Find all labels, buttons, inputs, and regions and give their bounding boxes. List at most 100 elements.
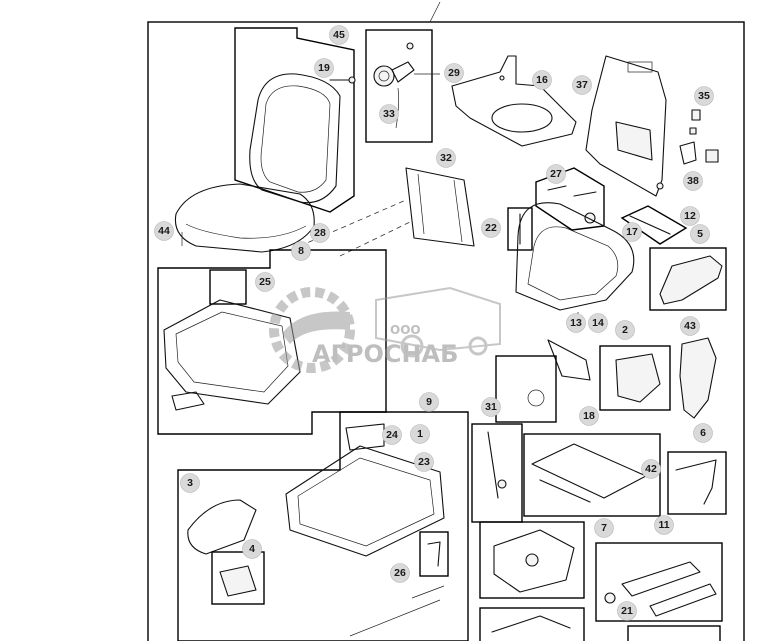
callout-13: 13 [566,313,586,333]
callout-circle [622,222,642,242]
callout-label: 28 [314,227,326,239]
bolt-19 [329,76,356,84]
callout-label: 22 [485,222,497,234]
callout-circle [390,563,410,583]
callout-14: 14 [588,313,608,333]
hardware-box-31 [471,423,523,523]
callout-label: 23 [418,456,430,468]
callout-21: 21 [617,601,637,621]
callout-circle [617,601,637,621]
callout-circle [410,424,430,444]
callout-label: 45 [333,29,345,41]
callout-circle [180,473,200,493]
callout-45: 45 [329,25,349,45]
callout-label: 37 [576,79,588,91]
callout-label: 12 [684,210,696,222]
callout-38: 38 [683,171,703,191]
callout-circle [683,171,703,191]
callout-circle [680,316,700,336]
part-box-26 [349,531,449,637]
hardware-box-22 [507,207,533,251]
callout-label: 3 [187,477,193,489]
callout-6: 6 [693,423,713,443]
callout-circle [242,539,262,559]
callout-circle [641,459,661,479]
callout-31: 31 [481,397,501,417]
part-3 [187,499,257,555]
callout-circle [481,218,501,238]
callout-circle [572,75,592,95]
callout-label: 13 [570,317,582,329]
callout-circle [690,224,710,244]
diagram-frame [147,21,745,641]
callout-circle [588,313,608,333]
callout-label: 11 [658,519,669,531]
callout-18: 18 [579,406,599,426]
pan-box-9 [177,411,469,641]
bracket-box-6 [667,451,727,515]
callout-label: 2 [622,324,628,336]
plate-32 [299,167,475,257]
callout-circle [615,320,635,340]
callout-circle [693,423,713,443]
callout-label: 8 [298,245,304,257]
callout-circle [481,397,501,417]
callout-4: 4 [242,539,262,559]
slide-box-11 [595,542,723,622]
callout-circle [654,515,674,535]
callout-11: 11 [654,515,674,535]
seat-frame [515,202,635,318]
callout-label: 16 [536,74,548,86]
hardware-box-12 [620,205,688,245]
callout-24: 24 [382,425,402,445]
callout-label: 17 [626,226,638,238]
parts-35-38 [679,109,719,165]
callout-label: 9 [426,396,432,408]
callout-43: 43 [680,316,700,336]
callout-circle [444,63,464,83]
watermark-brand: АГРОСНАБ [312,340,458,368]
callout-label: 1 [417,428,423,440]
callout-circle [419,392,439,412]
callout-label: 31 [485,401,497,413]
backrest-group [174,27,355,253]
callout-label: 4 [249,543,255,555]
armrest-box-5 [649,247,727,311]
callout-26: 26 [390,563,410,583]
callout-29: 29 [444,63,464,83]
callout-label: 21 [621,605,633,617]
callout-33: 33 [379,104,399,124]
handle-43 [679,337,717,419]
callout-32: 32 [436,148,456,168]
callout-circle [255,272,275,292]
callout-circle [694,86,714,106]
callout-circle [291,241,311,261]
bottom-box-right [627,625,721,641]
callout-circle [594,518,614,538]
callout-5: 5 [690,224,710,244]
mechanism-box-7 [479,521,585,599]
callout-19: 19 [314,58,334,78]
track-box-18 [523,433,661,517]
callout-circle [310,223,330,243]
callout-circle [532,70,552,90]
callout-circle [382,425,402,445]
callout-7: 7 [594,518,614,538]
callout-label: 27 [550,168,562,180]
callout-44: 44 [154,221,174,241]
callout-37: 37 [572,75,592,95]
callout-17: 17 [622,222,642,242]
callout-22: 22 [481,218,501,238]
callout-9: 9 [419,392,439,412]
callout-label: 35 [698,90,710,102]
callout-42: 42 [641,459,661,479]
callout-label: 33 [383,108,395,120]
callout-label: 7 [601,522,607,534]
callout-27: 27 [546,164,566,184]
callout-label: 19 [318,62,330,74]
callout-23: 23 [414,452,434,472]
callout-2: 2 [615,320,635,340]
callout-25: 25 [255,272,275,292]
watermark-logo: ООО АГРОСНАБ [269,286,501,373]
callout-label: 43 [684,320,696,332]
